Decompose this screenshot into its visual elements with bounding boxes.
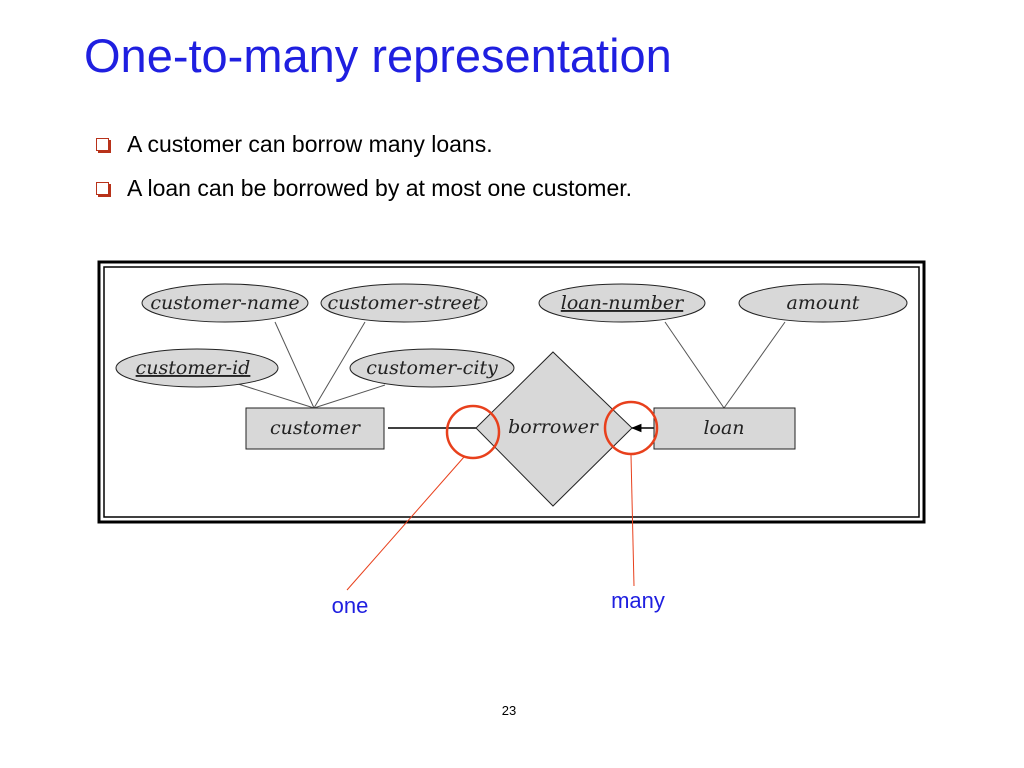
svg-text:customer: customer [270, 417, 362, 439]
entity-loan: loan [653, 407, 796, 450]
bullet-item: A loan can be borrowed by at most one cu… [96, 166, 632, 210]
svg-text:customer-id: customer-id [136, 357, 251, 379]
svg-text:customer-name: customer-name [150, 292, 299, 314]
attribute-customer-street: customer-street [320, 283, 488, 323]
entity-customer: customer [245, 407, 385, 450]
attribute-customer-city: customer-city [349, 348, 515, 388]
svg-text:amount: amount [787, 292, 860, 314]
one-label: one [332, 593, 369, 618]
bullet-list: A customer can borrow many loans. A loan… [96, 122, 632, 210]
attribute-loan-number: loan-number [538, 283, 706, 323]
svg-text:borrower: borrower [508, 416, 600, 438]
svg-text:customer-city: customer-city [366, 357, 498, 379]
attribute-customer-id: customer-id [115, 348, 279, 388]
checkbox-bullet-icon [96, 137, 109, 151]
one-callout-line [346, 456, 465, 591]
attribute-amount: amount [738, 283, 908, 323]
slide-title: One-to-many representation [84, 29, 672, 82]
svg-text:loan-number: loan-number [561, 292, 685, 314]
many-highlight-circle [603, 400, 659, 456]
bullet-text: A customer can borrow many loans. [127, 130, 493, 157]
bullet-item: A customer can borrow many loans. [96, 122, 632, 166]
many-label: many [611, 588, 665, 613]
relationship-borrower: borrower [475, 351, 633, 507]
attribute-customer-name: customer-name [141, 283, 309, 323]
svg-text:customer-street: customer-street [327, 292, 480, 314]
bullet-text: A loan can be borrowed by at most one cu… [127, 174, 633, 201]
checkbox-bullet-icon [96, 181, 109, 195]
many-callout-line [630, 454, 635, 587]
attribute-connectors [234, 321, 786, 409]
svg-text:loan: loan [703, 417, 744, 439]
page-number: 23 [501, 703, 517, 718]
one-highlight-circle [445, 404, 501, 460]
diagram-frame-inner [103, 266, 920, 518]
